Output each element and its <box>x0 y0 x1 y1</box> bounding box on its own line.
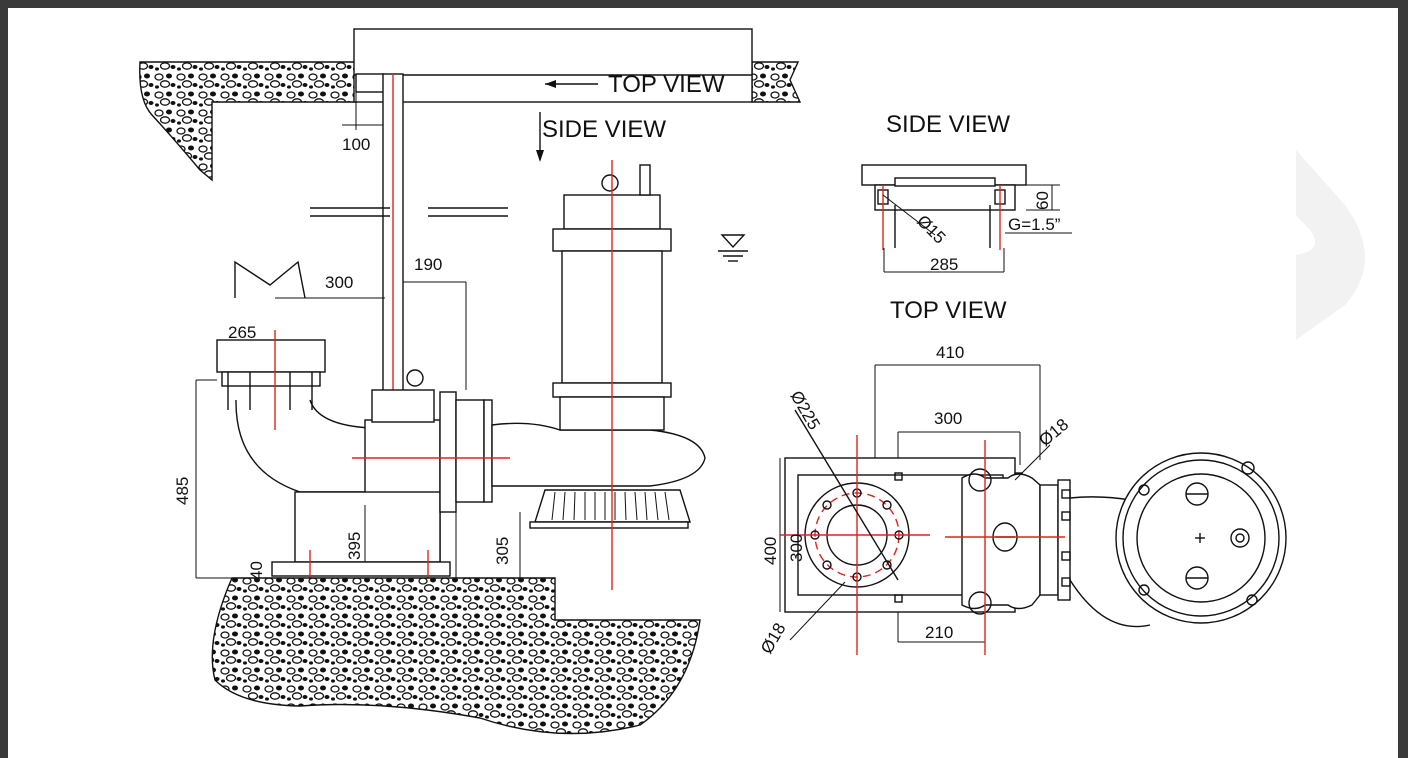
tv-dim-210: 210 <box>925 623 953 642</box>
ground-hatching-top <box>139 61 802 182</box>
watermark-shape <box>1296 150 1365 340</box>
submersible-pump <box>352 160 706 590</box>
dim-265: 265 <box>228 323 256 342</box>
ground-hatching-bottom <box>211 577 701 735</box>
dim-305: 305 <box>493 537 512 565</box>
tv-dim-phi18-top: Ø18 <box>1035 415 1072 450</box>
tv-dim-410: 410 <box>936 343 964 362</box>
side-view-arrow-label: SIDE VIEW <box>542 116 666 143</box>
dim-40: 40 <box>247 561 266 580</box>
sv-thread-label: G=1.5” <box>1008 215 1061 234</box>
tv-dim-300-vert: 300 <box>787 534 806 562</box>
water-level-lines <box>310 207 508 217</box>
dim-190: 190 <box>414 255 442 274</box>
dim-395: 395 <box>345 532 364 560</box>
sv-dim-285: 285 <box>930 255 958 274</box>
dim-485: 485 <box>173 477 192 505</box>
top-view-title: TOP VIEW <box>890 297 1007 324</box>
cover-slab <box>353 28 753 103</box>
sv-dim-phi15: Ø15 <box>913 211 949 247</box>
side-view-title: SIDE VIEW <box>886 111 1010 138</box>
tv-dim-400: 400 <box>761 537 780 565</box>
dim-300-side: 300 <box>325 273 353 292</box>
tv-dim-phi225: Ø225 <box>787 388 824 434</box>
tv-dim-phi18-bottom: Ø18 <box>757 620 790 657</box>
top-view-arrow: TOP VIEW <box>545 71 725 98</box>
sv-dim-60: 60 <box>1033 191 1052 210</box>
top-view-arrow-label: TOP VIEW <box>608 71 725 98</box>
top-view-plan <box>779 364 1287 655</box>
side-view-arrow: SIDE VIEW <box>536 112 666 162</box>
side-view-bracket <box>861 164 1072 273</box>
tv-dim-300: 300 <box>934 409 962 428</box>
coupling-base <box>271 369 451 585</box>
dim-100-top: 100 <box>342 135 370 154</box>
discharge-pipe <box>216 260 467 493</box>
water-level-symbol <box>718 234 748 262</box>
